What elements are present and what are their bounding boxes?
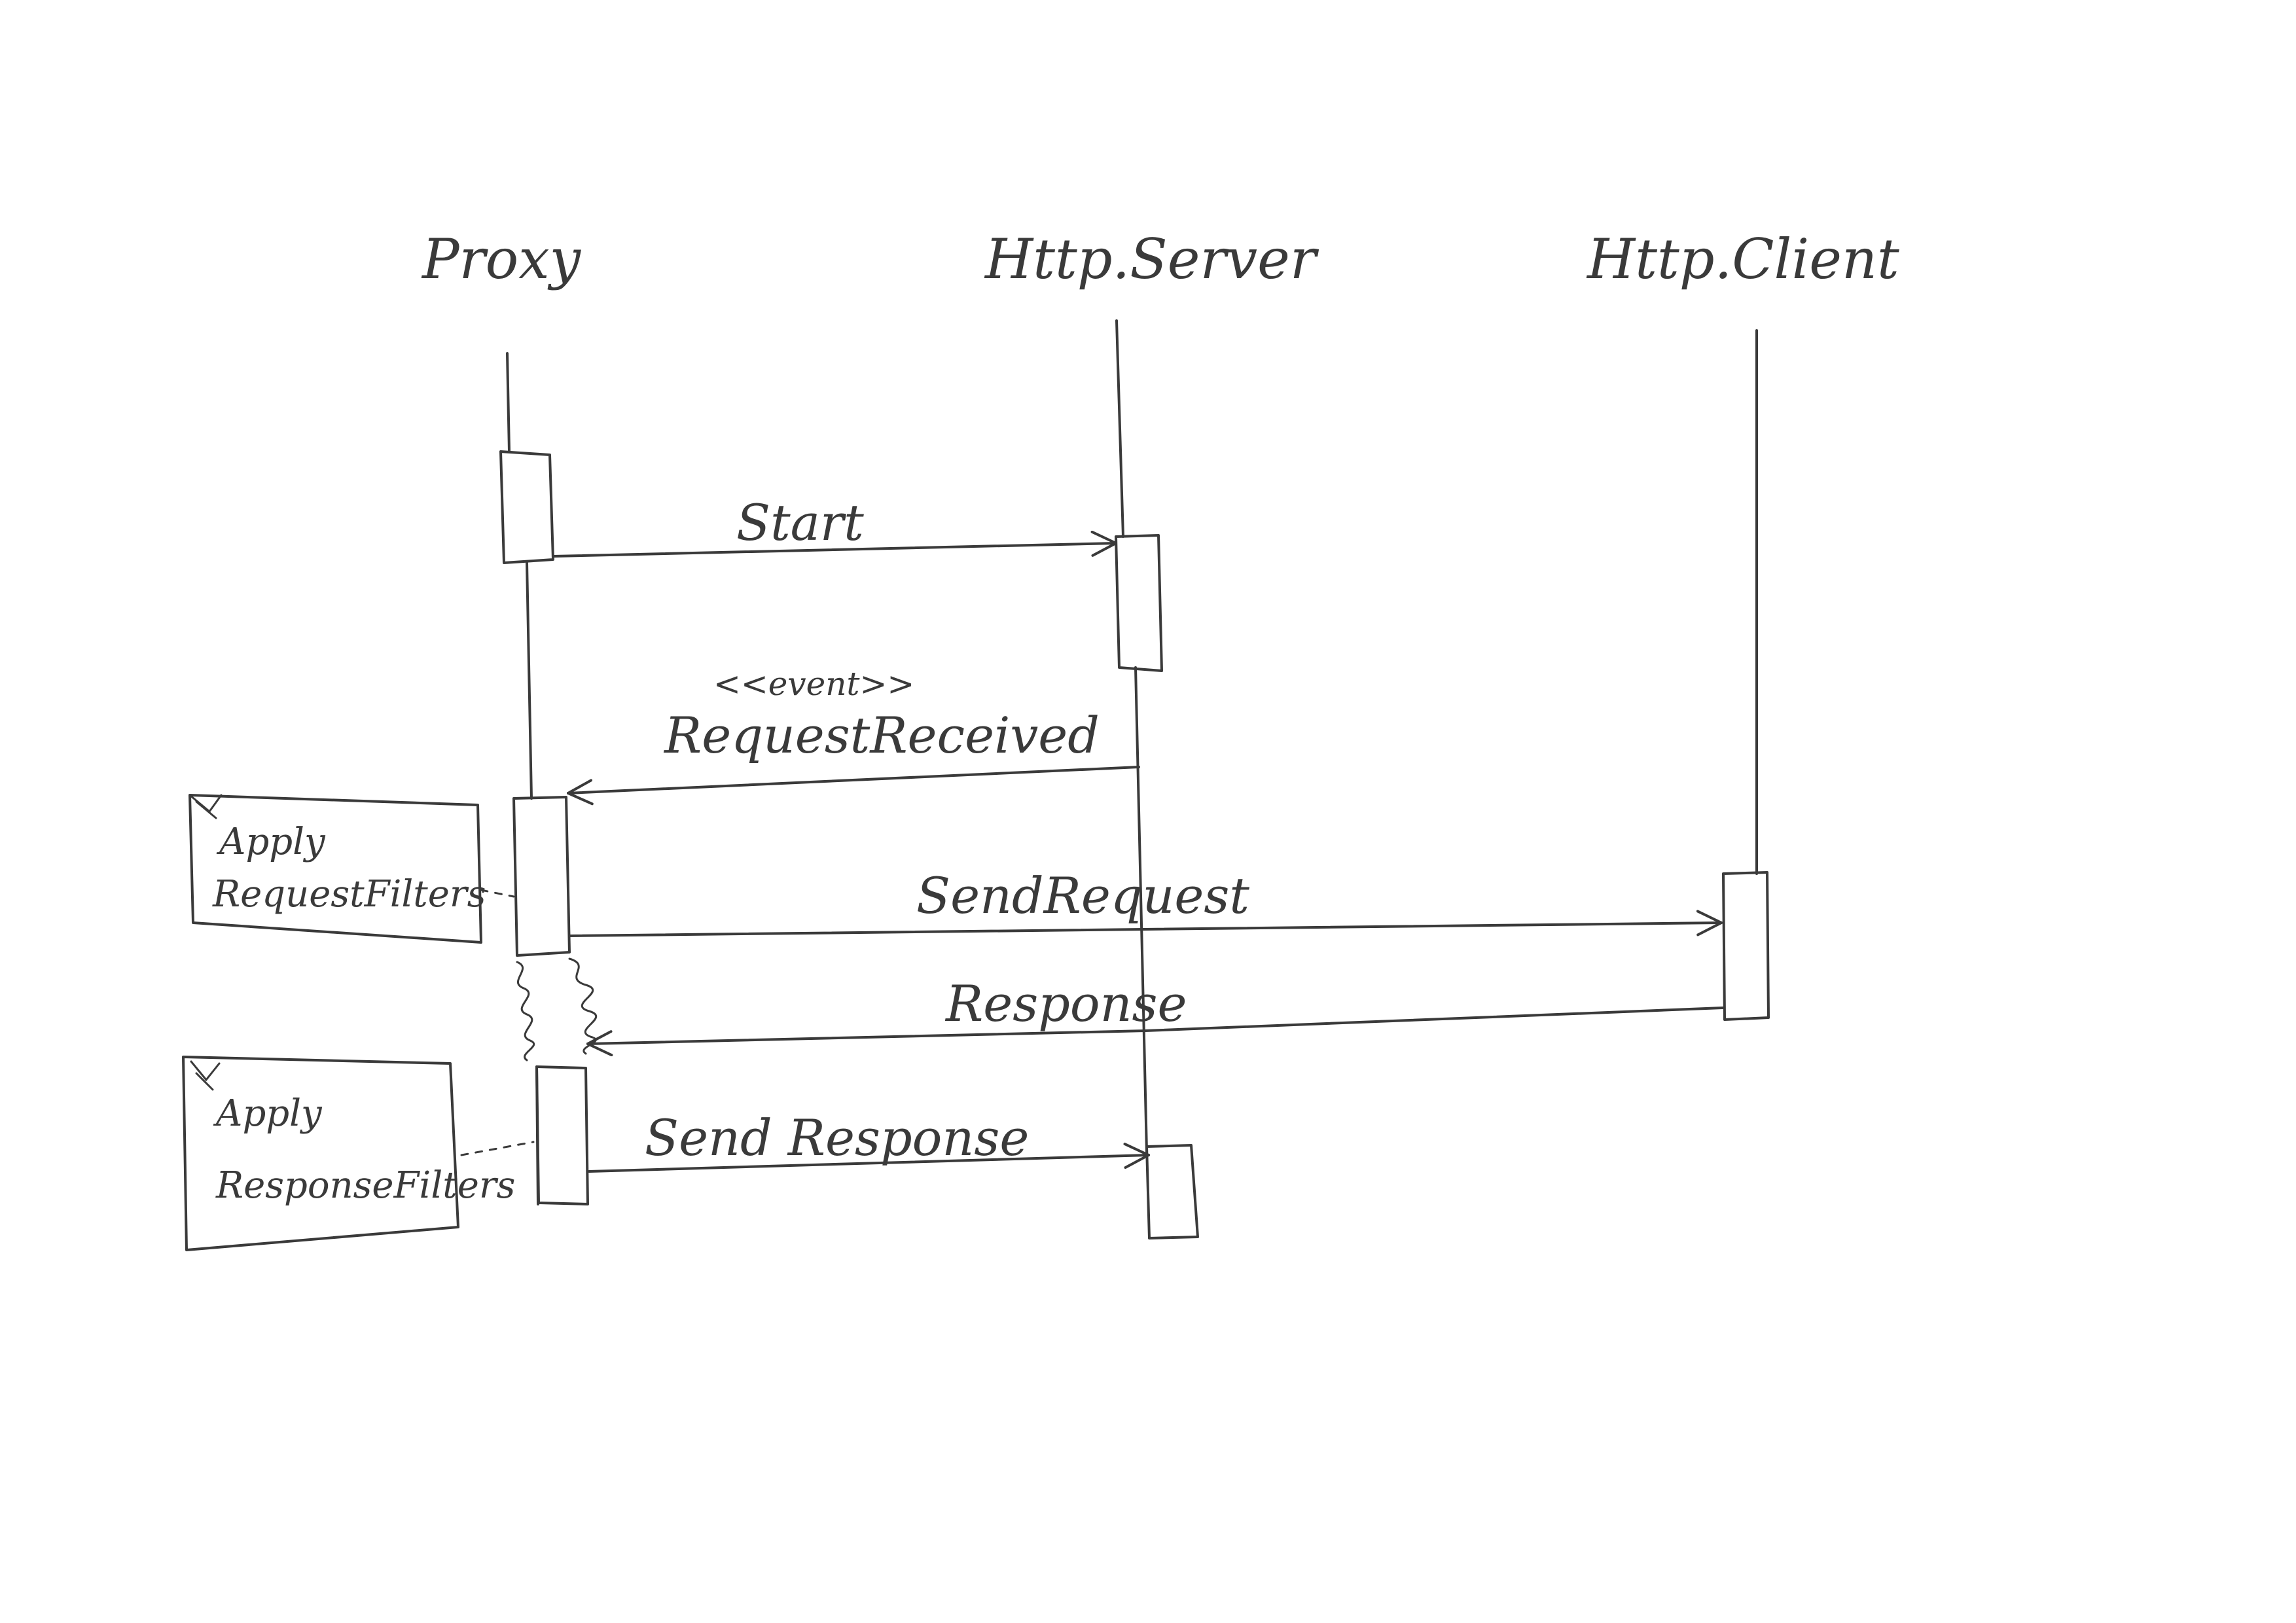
activation-proxy-start <box>499 450 554 564</box>
message-start: Start <box>552 493 1116 558</box>
lifeline-http-server <box>1115 319 1148 1153</box>
participant-proxy-label: Proxy <box>421 227 582 291</box>
note-apply-request-filters-connector <box>480 889 515 898</box>
note-apply-request-filters: Apply RequestFilters <box>188 794 515 944</box>
message-send-request: SendRequest <box>568 866 1721 937</box>
activation-http-client <box>1722 871 1770 1021</box>
participant-http-client-label: Http.Client <box>1586 227 1899 291</box>
message-request-received-stereotype: <<event>> <box>713 665 914 703</box>
activation-http-server-start <box>1115 534 1163 672</box>
note-apply-request-filters-line2: RequestFilters <box>212 873 486 916</box>
note-apply-request-filters-line1: Apply <box>216 821 326 863</box>
scribble-mark-left <box>516 961 535 1061</box>
activation-proxy-response <box>535 1065 589 1205</box>
message-send-response: Send Response <box>588 1109 1149 1173</box>
activation-proxy-request <box>512 796 571 957</box>
lifeline-proxy <box>506 352 539 1205</box>
note-apply-response-filters-line2: ResponseFilters <box>215 1164 515 1207</box>
message-send-response-label: Send Response <box>645 1109 1029 1167</box>
note-apply-response-filters: Apply ResponseFilters <box>182 1056 535 1251</box>
message-start-label: Start <box>736 493 864 552</box>
message-request-received-label: RequestReceived <box>663 706 1100 764</box>
message-send-request-label: SendRequest <box>916 866 1249 925</box>
participant-http-server-label: Http.Server <box>984 227 1319 291</box>
message-response: Response <box>588 974 1724 1044</box>
note-apply-response-filters-line1: Apply <box>213 1092 323 1135</box>
note-apply-response-filters-connector <box>460 1141 535 1156</box>
activation-http-server-response <box>1145 1144 1199 1240</box>
message-response-label: Response <box>944 974 1187 1033</box>
scribble-mark-right <box>568 957 598 1055</box>
message-request-received: <<event>> RequestReceived <box>568 665 1140 793</box>
